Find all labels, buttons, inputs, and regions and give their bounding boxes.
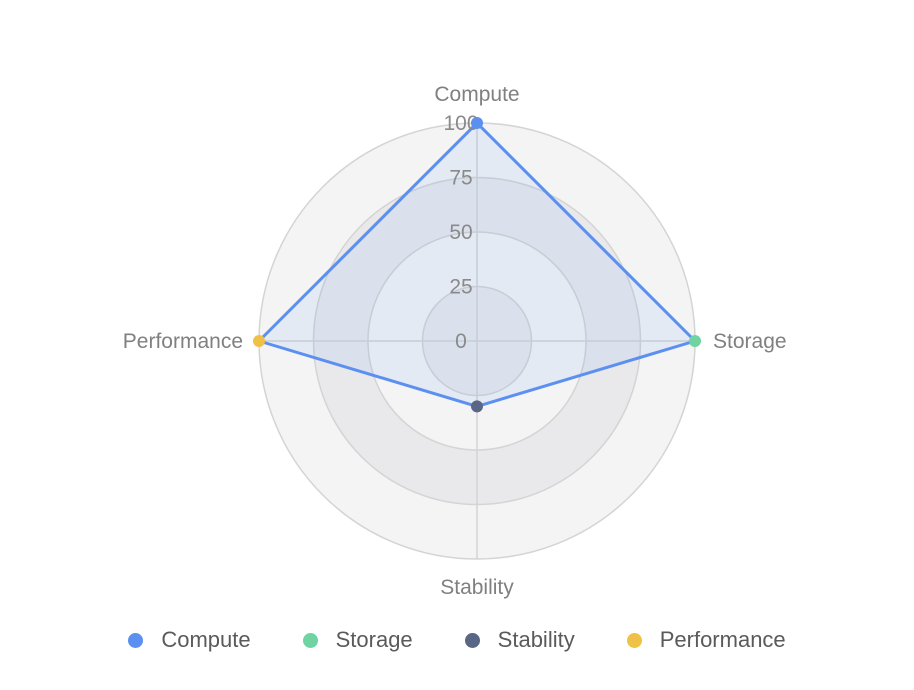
legend-swatch xyxy=(302,632,318,648)
axis-label-performance: Performance xyxy=(123,330,243,353)
data-points xyxy=(253,117,701,413)
tick-label: 50 xyxy=(449,221,472,244)
data-point-performance xyxy=(253,335,265,347)
legend-swatch xyxy=(464,632,480,648)
legend-label: Stability xyxy=(497,627,575,652)
legend-item-compute[interactable]: Compute xyxy=(128,627,251,653)
axis-lines xyxy=(259,123,695,559)
data-point-stability xyxy=(471,400,483,413)
tick-label: 75 xyxy=(449,167,472,190)
legend-label: Storage xyxy=(335,627,413,652)
tick-label: 25 xyxy=(449,276,472,299)
tick-label: 100 xyxy=(443,112,478,135)
legend-label: Compute xyxy=(161,627,251,652)
axis-label-stability: Stability xyxy=(440,576,514,599)
legend: Compute Storage Stability Performance xyxy=(0,622,914,658)
axis-label-storage: Storage xyxy=(713,330,787,353)
data-point-compute xyxy=(471,117,483,129)
legend-item-performance[interactable]: Performance xyxy=(626,627,786,653)
legend-swatch xyxy=(128,632,144,648)
tick-labels: 0 25 50 75 100 xyxy=(443,112,478,353)
tick-label: 0 xyxy=(455,330,467,353)
legend-label: Performance xyxy=(659,627,786,652)
axis-label-compute: Compute xyxy=(434,83,519,106)
legend-swatch xyxy=(626,632,642,648)
legend-item-stability[interactable]: Stability xyxy=(464,627,575,653)
legend-item-storage[interactable]: Storage xyxy=(302,627,413,653)
data-point-storage xyxy=(689,335,701,347)
